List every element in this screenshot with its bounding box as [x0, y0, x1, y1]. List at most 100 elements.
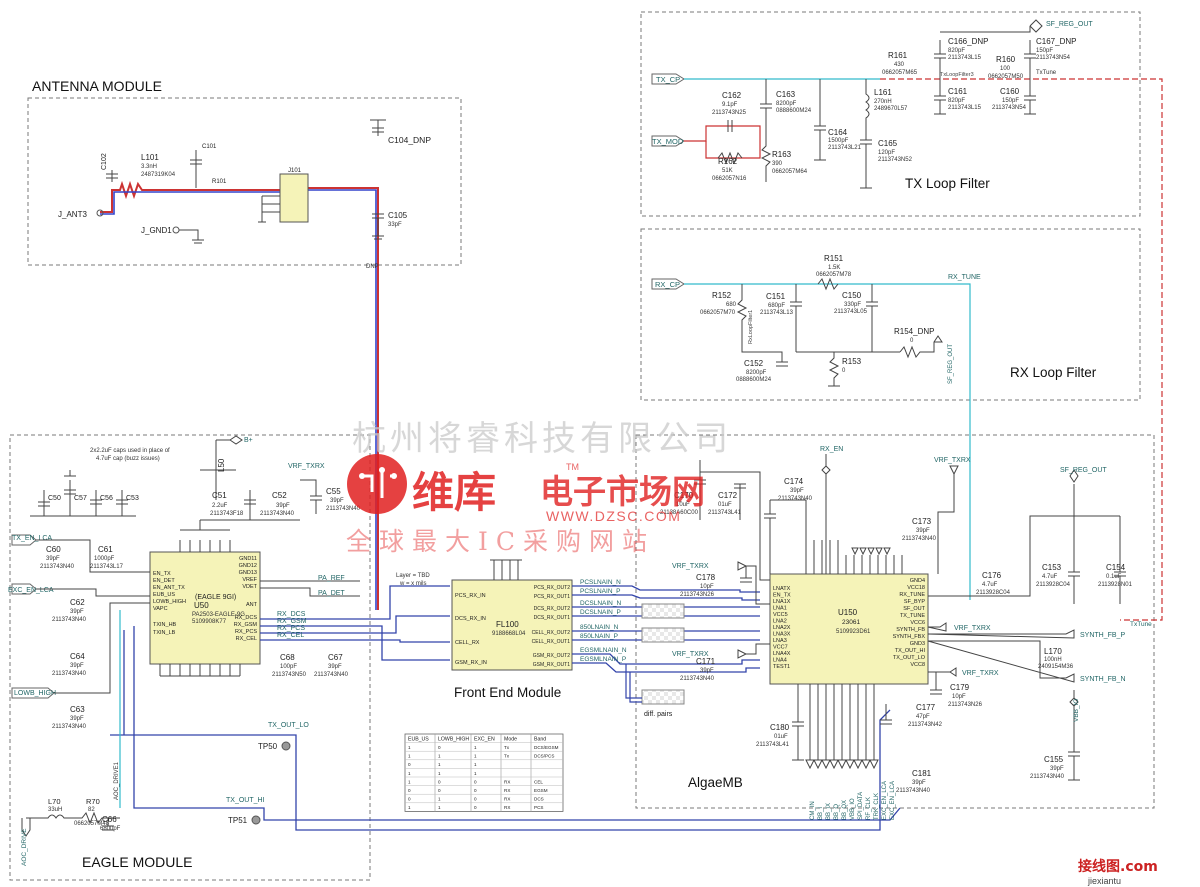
band-table-cell: 1 [408, 745, 411, 750]
c178-label: C178 [696, 573, 716, 582]
c178-value: 10pF [700, 584, 714, 590]
r160-label: R160 [996, 55, 1016, 64]
band-table-cell: 0 [408, 797, 411, 802]
c176-label: C176 [982, 571, 1002, 580]
c105-label: C105 [388, 211, 408, 220]
tp50-label: TP50 [258, 742, 278, 751]
c177-value: 47pF [916, 714, 930, 720]
pa-det-label: PA_DET [318, 590, 345, 597]
u150-pin-left: LNATX [773, 586, 791, 592]
c181-part: 2113743N40 [896, 788, 931, 794]
c174-label: C174 [784, 477, 804, 486]
c178-part: 2113743N26 [680, 592, 715, 598]
band-table-cell: 1 [438, 754, 441, 759]
c151-part: 2113743L13 [760, 310, 794, 316]
u50-pin-lowb-high: LOWB_HIGH [153, 599, 186, 605]
u150-pin-right: GND3 [910, 641, 925, 647]
net-dcslnain-n: DCSLNAIN_N [580, 600, 621, 607]
tx-loop-filter: TX_CP TX_MOD C162 9.1pF 2113743N25 R162 … [651, 19, 1163, 621]
antenna-module-box [27, 97, 462, 266]
band-table-cell: 1 [408, 754, 411, 759]
c162-label: C162 [722, 91, 742, 100]
u150-pin-left: LNA1X [773, 599, 791, 605]
watermark-tm: TM [566, 462, 579, 472]
fl100-pin-gsm-rx-in: GSM_RX_IN [455, 660, 487, 666]
rx-tune-label: RX_TUNE [948, 274, 981, 281]
u150-right-pins: GND4VCC18RX_TUNESF_BYPSF_OUTTX_TUNEVCC6S… [893, 578, 926, 668]
c101-label: C101 [202, 144, 217, 150]
c62-part: 2113743N40 [52, 617, 87, 623]
c173-part: 2113743N40 [902, 536, 937, 542]
r161-part: 0662057M65 [882, 70, 918, 76]
net-pcslnain-n: PCSLNAIN_N [580, 579, 621, 586]
c150-part: 2113743L05 [834, 309, 868, 315]
dnp-label: DNP [366, 264, 379, 270]
fl100-pin-dcs-out2: DCS_RX_OUT2 [534, 606, 571, 612]
c161-label: C161 [948, 87, 968, 96]
c154-part: 2113928N01 [1098, 582, 1133, 588]
c105-value: 33pF [388, 222, 402, 228]
b-plus-label: B+ [244, 437, 253, 444]
band-table-cell: Tx [504, 754, 510, 759]
fl100-pin-pcs-rx-in: PCS_RX_IN [455, 593, 486, 599]
c167-part: 2113743N54 [1036, 55, 1071, 61]
c57-label: C57 [74, 495, 87, 502]
u150-part: 5109923D61 [836, 629, 871, 635]
r70-part: 0662057M48 [74, 821, 110, 827]
l170-part: 2409154M36 [1038, 664, 1074, 670]
c166-value: 820pF [948, 48, 965, 54]
band-table-header: EXC_EN [474, 736, 495, 742]
c165-value: 120pF [878, 150, 895, 156]
c173-label: C173 [912, 517, 932, 526]
c163-value: 8200pF [776, 101, 797, 107]
c179-value: 10pF [952, 694, 966, 700]
u150-bottom-net: EXC_EN_LCA [882, 781, 888, 820]
rx-gsm-label: RX_GSM [277, 618, 307, 625]
c67-value: 39pF [328, 664, 342, 670]
c52-part: 2113743N40 [260, 511, 295, 517]
algae-mb: U150 23061 5109923D61 LNATXEN_TXLNA1XLNA… [660, 446, 1152, 820]
u150-pin-right: TX_OUT_LO [893, 655, 926, 661]
c53-label: C53 [126, 495, 139, 502]
fl100-pin-gsm-out1: GSM_RX_OUT1 [533, 662, 570, 668]
vbb-io-label: VBB_IO [1073, 699, 1080, 722]
watermark-corner-url: jiexiantu [1087, 876, 1121, 886]
c61-part: 2113743L17 [90, 564, 124, 570]
net-850lnain-p: 850LNAIN_P [580, 633, 618, 640]
c171-part: 2113743N40 [680, 676, 715, 682]
c167-label: C167_DNP [1036, 37, 1076, 46]
r154-value: 0 [910, 338, 914, 344]
u50-left-pins: EN_TX EN_DET EN_ANT_TX EUB_US LOWB_HIGH … [153, 571, 186, 636]
c160-value: 150pF [1002, 98, 1019, 104]
u150-pin-right: TX_OUT_HI [895, 648, 926, 654]
r151-part: 0662057M78 [816, 272, 852, 278]
band-table-cell: 1 [408, 779, 411, 784]
synth-fb-n-label: SYNTH_FB_N [1080, 676, 1126, 683]
rx-loop-filter1-label: RxLoopFilter1 [748, 310, 754, 344]
fl100-chip [451, 579, 573, 671]
rx-loop-filter-box [640, 228, 1141, 401]
band-table-cell: RX [504, 805, 510, 810]
band-table-cell: 1 [474, 754, 477, 759]
vrf-txrx-right-label: VRF_TXRX [954, 625, 991, 632]
u50-chip [149, 551, 261, 665]
tx-cp-label: TX_CP [656, 75, 680, 84]
u150-bottom-net: BB_QX [842, 800, 848, 820]
u150-label: U150 [838, 608, 858, 617]
net-850lnain-n: 850LNAIN_N [580, 624, 619, 631]
fl100-label: FL100 [496, 620, 519, 629]
c67-part: 2113743N40 [314, 672, 349, 678]
rx-loop-filter: RX_CP RX_TUNE R151 1.5K 0662057M78 R152 … [651, 254, 981, 600]
c177-part: 2113743N42 [908, 722, 943, 728]
layer-note-1: Layer = TBD [396, 573, 430, 579]
c151-value: 680pF [768, 303, 785, 309]
fl100-pin-pcs-out1: PCS_RX_OUT1 [534, 594, 570, 600]
tx-tune-label: TxTune [1036, 70, 1057, 76]
diff-pair-marker-2 [641, 627, 685, 643]
c161-part: 2113743L15 [948, 105, 982, 111]
r153-value: 0 [842, 368, 846, 374]
u150-pin-left: VCC5 [773, 612, 788, 618]
l70-label: L70 [48, 797, 61, 806]
